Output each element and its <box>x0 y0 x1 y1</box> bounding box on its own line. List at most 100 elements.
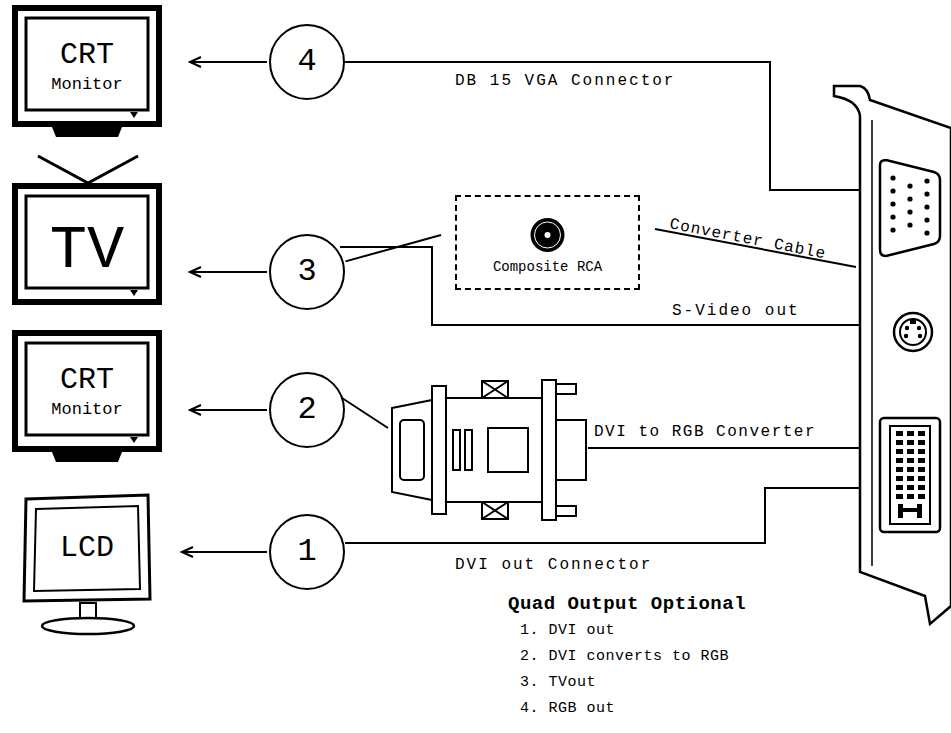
vga-leader <box>345 62 872 190</box>
connector-label: DB 15 VGA Connector <box>455 73 675 91</box>
dvi-pin <box>918 476 925 481</box>
node-title: 1 <box>297 536 316 568</box>
connector-label: DVI out Connector <box>455 557 652 575</box>
adapter-plug-inner <box>400 420 424 480</box>
dvi-pin <box>918 449 925 454</box>
vga-pin <box>907 222 912 227</box>
vga-pin <box>924 178 929 183</box>
adapter-plug <box>392 400 432 500</box>
adapter-screw <box>556 506 576 516</box>
dvi-pin <box>907 431 914 436</box>
monitor-screen <box>26 343 148 435</box>
lcd-base <box>42 618 134 634</box>
connector-label: S-Video out <box>672 303 800 321</box>
vga-pin <box>890 201 895 206</box>
node-title: Composite RCA <box>493 260 602 274</box>
svideo-shell <box>894 313 932 351</box>
list-item: 1. DVI out <box>520 623 615 640</box>
node-title: LCD <box>60 533 114 563</box>
power-led <box>130 290 138 296</box>
node-title: 4 <box>297 46 316 78</box>
vga-pin <box>907 183 912 188</box>
dvi-pin <box>896 431 903 436</box>
vga-connector <box>880 160 940 256</box>
list-item: 4. RGB out <box>520 701 615 718</box>
crt-stand <box>52 452 122 462</box>
adapter-screw-cross <box>482 381 508 519</box>
list-item: 3. TVout <box>520 675 596 692</box>
node-title: CRT <box>60 365 114 395</box>
dvi-pin <box>907 476 914 481</box>
dvi-blade <box>898 504 903 518</box>
dvi-connector <box>880 418 940 532</box>
vga-pin <box>890 214 895 219</box>
node-title: 3 <box>297 256 316 288</box>
tv-set: TV <box>12 183 162 305</box>
node-title: TV <box>50 220 124 282</box>
monitor-bezel <box>15 8 159 124</box>
dvi-pin <box>907 440 914 445</box>
connector-arrow <box>182 551 267 553</box>
dvi-pin <box>918 485 925 490</box>
dvi-blade <box>917 504 922 518</box>
adapter-slot <box>453 430 460 470</box>
svideo-inner <box>900 319 926 345</box>
adapter-body <box>446 398 542 502</box>
node-title: CRT <box>60 40 114 70</box>
callout-number: 4 <box>269 24 345 100</box>
node-title: 2 <box>297 394 316 426</box>
bracket-plate <box>834 86 951 624</box>
lcd-bezel <box>24 495 150 601</box>
callout-number: 2 <box>269 372 345 448</box>
vga-pin <box>924 217 929 222</box>
vga-pin <box>890 227 895 232</box>
adapter-leader <box>342 398 388 428</box>
connector-arrow <box>190 271 267 273</box>
callout-number: 1 <box>269 514 345 590</box>
dvi-pin <box>907 485 914 490</box>
crt-stand <box>52 127 122 137</box>
dvi-pins <box>896 431 925 518</box>
dvi-inner <box>890 426 930 524</box>
vga-pins <box>890 175 929 235</box>
dvi-pin <box>918 431 925 436</box>
composite-rca-box: Composite RCA <box>455 195 640 290</box>
rca-jack <box>457 197 638 288</box>
adapter-square <box>488 428 528 472</box>
dvi-pin <box>918 494 925 499</box>
dvi-pin <box>896 476 903 481</box>
adapter-slot <box>465 430 472 470</box>
leader-lines <box>340 62 890 543</box>
crt-monitor: CRTMonitor <box>12 5 162 127</box>
dvi-pin <box>907 494 914 499</box>
dvi-pin <box>918 440 925 445</box>
list-heading: Quad Output Optional <box>508 594 746 615</box>
vga-shell <box>880 160 940 256</box>
adapter-socket <box>556 420 586 480</box>
antenna <box>38 156 138 183</box>
vga-pin <box>924 191 929 196</box>
dvi-pin <box>896 458 903 463</box>
tv-antenna <box>38 156 138 183</box>
callout-number: 3 <box>269 234 345 310</box>
adapter-flange <box>542 380 556 520</box>
monitor-bezel <box>15 333 159 449</box>
lcd-monitor: LCD <box>22 493 152 603</box>
monitor-bezel <box>15 186 159 302</box>
rca-jack-ring <box>535 222 561 248</box>
adapter-flange <box>432 386 446 514</box>
connector-arrow <box>346 235 441 261</box>
dvi-pin <box>907 449 914 454</box>
dvi-shell <box>880 418 940 532</box>
vga-pin <box>890 175 895 180</box>
power-led <box>130 437 138 443</box>
monitor-screen <box>26 196 148 288</box>
dvi-pin <box>896 467 903 472</box>
crt-monitor: CRT Monitor <box>12 330 162 452</box>
vga-pin <box>924 204 929 209</box>
dvi-pin <box>918 458 925 463</box>
node-subtitle: Monitor <box>51 401 122 418</box>
dvi-pin <box>896 494 903 499</box>
vga-pin <box>924 230 929 235</box>
power-led <box>130 112 138 118</box>
